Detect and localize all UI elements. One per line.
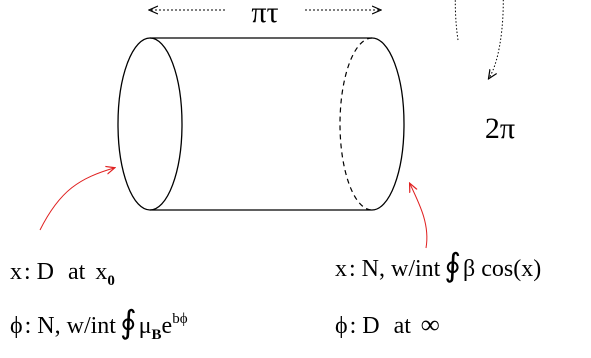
rotation-arrow (454, 0, 504, 78)
red-arrow-right (410, 184, 428, 249)
label-left-phi: ϕ: N, w/int∮μBebϕ (10, 304, 188, 343)
cylinder-right-back-dashed (339, 37, 373, 211)
cylinder (117, 37, 405, 211)
right-label: 2π (485, 112, 515, 145)
red-arrow-left (39, 168, 114, 231)
cylinder-right-front (371, 37, 405, 211)
top-label: πτ (251, 0, 278, 29)
cylinder-left-end (117, 37, 183, 211)
